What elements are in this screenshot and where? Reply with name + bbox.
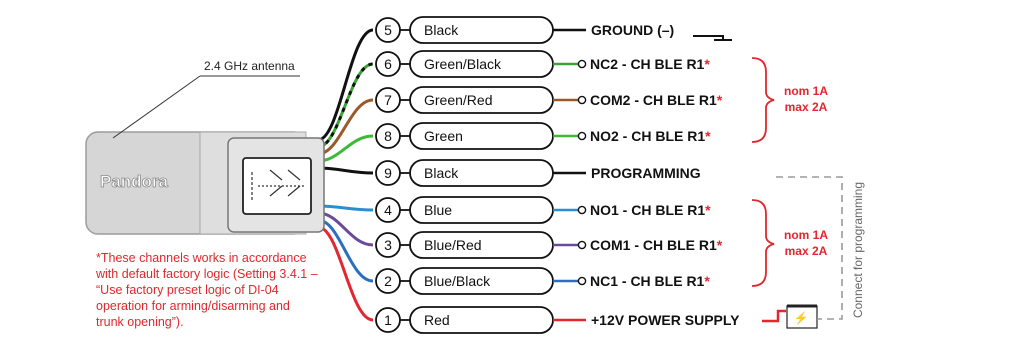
pin-number-7: 7 — [384, 92, 392, 108]
signal-label-4: NO1 - CH BLE R1* — [590, 202, 711, 218]
wire-color-label-8: Green — [424, 128, 463, 144]
group-upper-max: max 2A — [785, 100, 828, 114]
relay-window — [242, 157, 312, 215]
pin-number-6: 6 — [384, 56, 392, 72]
pin-number-1: 1 — [384, 312, 392, 328]
signal-label-9: PROGRAMMING — [591, 165, 701, 181]
pin-row-2: 2 Blue/Black NC1 - CH BLE R1* — [375, 267, 710, 295]
wire-color-label-7: Green/Red — [424, 92, 492, 108]
footnote: *These channels works in accordance with… — [95, 251, 318, 329]
terminal-7 — [577, 95, 587, 105]
pin-number-8: 8 — [384, 128, 392, 144]
footnote-line-1: *These channels works in accordance — [96, 251, 307, 265]
group-upper-nom: nom 1A — [784, 84, 828, 98]
signal-text-3: COM1 - CH BLE R1 — [590, 237, 717, 253]
signal-label-3: COM1 - CH BLE R1* — [590, 237, 723, 253]
pin-number-5: 5 — [384, 22, 392, 38]
signal-text-7: COM2 - CH BLE R1 — [590, 92, 717, 108]
antenna-leader — [112, 75, 201, 139]
power-lead — [762, 309, 786, 323]
pin-number-9: 9 — [384, 165, 392, 181]
wire-color-label-4: Blue — [424, 202, 452, 218]
signal-text-6: NC2 - CH BLE R1 — [590, 56, 705, 72]
signal-text-8: NO2 - CH BLE R1 — [590, 128, 705, 144]
group-lower-max: max 2A — [785, 244, 828, 258]
signal-star-4: * — [705, 202, 711, 218]
pin-row-4: 4 Blue NO1 - CH BLE R1* — [375, 196, 711, 224]
ground-symbol-icon — [693, 35, 724, 40]
svg-text:⚡: ⚡ — [794, 311, 809, 325]
brand-logo: Pandora — [100, 172, 169, 191]
pin-row-5: 5 Black GROUND (–) — [375, 16, 674, 44]
signal-label-1: +12V POWER SUPPLY — [591, 312, 740, 328]
wire-color-label-5: Black — [424, 22, 459, 38]
signal-star-8: * — [705, 128, 711, 144]
wire-6 — [317, 62, 374, 149]
wire-5 — [317, 28, 374, 142]
pin-number-2: 2 — [384, 273, 392, 289]
wire-9 — [317, 166, 374, 175]
signal-text-2: NC1 - CH BLE R1 — [590, 273, 705, 289]
antenna-label: 2.4 GHz antenna — [204, 59, 295, 73]
pin-row-8: 8 Green NO2 - CH BLE R1* — [375, 122, 711, 150]
wire-4 — [317, 204, 374, 212]
signal-label-6: NC2 - CH BLE R1* — [590, 56, 710, 72]
signal-text-1: +12V POWER SUPPLY — [591, 312, 740, 328]
pin-row-7: 7 Green/Red COM2 - CH BLE R1* — [375, 86, 723, 114]
pin-number-3: 3 — [384, 237, 392, 253]
wire-3 — [317, 211, 374, 247]
footnote-line-4: operation for arming/disarming and — [96, 299, 290, 313]
group-brace-lower: nom 1A max 2A — [751, 199, 828, 287]
signal-label-2: NC1 - CH BLE R1* — [590, 273, 710, 289]
wire-8 — [317, 134, 374, 163]
wire-color-label-1: Red — [424, 312, 450, 328]
wire-1 — [317, 225, 374, 322]
terminal-8 — [577, 131, 587, 141]
pin-row-6: 6 Green/Black NC2 - CH BLE R1* — [375, 50, 710, 78]
signal-text-4: NO1 - CH BLE R1 — [590, 202, 705, 218]
terminal-2 — [577, 276, 587, 286]
wire-color-label-2: Blue/Black — [424, 273, 491, 289]
wire-color-label-3: Blue/Red — [424, 237, 482, 253]
connect-for-programming-label: Connect for programming — [851, 182, 865, 318]
programming-connector-line — [776, 176, 843, 320]
wire-color-label-9: Black — [424, 165, 459, 181]
group-brace-upper: nom 1A max 2A — [751, 57, 828, 143]
signal-star-7: * — [717, 92, 723, 108]
footnote-line-3: “Use factory preset logic of DI-04 — [96, 283, 279, 297]
signal-text-5: GROUND (–) — [591, 22, 674, 38]
battery-icon: ⚡ — [786, 304, 818, 329]
group-lower-nom: nom 1A — [784, 228, 828, 242]
terminal-6 — [577, 59, 587, 69]
terminal-3 — [577, 240, 587, 250]
signal-star-2: * — [704, 273, 710, 289]
relay-schematic-icon — [251, 169, 304, 202]
signal-label-8: NO2 - CH BLE R1* — [590, 128, 711, 144]
signal-label-7: COM2 - CH BLE R1* — [590, 92, 723, 108]
footnote-line-5: trunk opening”). — [96, 315, 184, 329]
wires-layer — [317, 28, 374, 322]
pin-row-1: 1 Red +12V POWER SUPPLY — [375, 306, 740, 334]
terminal-4 — [577, 205, 587, 215]
footnote-line-2: with default factory logic (Setting 3.4.… — [95, 267, 318, 281]
pandora-module: Pandora — [85, 131, 325, 235]
signal-text-9: PROGRAMMING — [591, 165, 701, 181]
pin-number-4: 4 — [384, 202, 392, 218]
pin-row-9: 9 Black PROGRAMMING — [375, 159, 701, 187]
signal-star-6: * — [704, 56, 710, 72]
pin-row-3: 3 Blue/Red COM1 - CH BLE R1* — [375, 231, 723, 259]
signal-star-3: * — [717, 237, 723, 253]
wire-color-label-6: Green/Black — [424, 56, 502, 72]
signal-label-5: GROUND (–) — [591, 22, 674, 38]
